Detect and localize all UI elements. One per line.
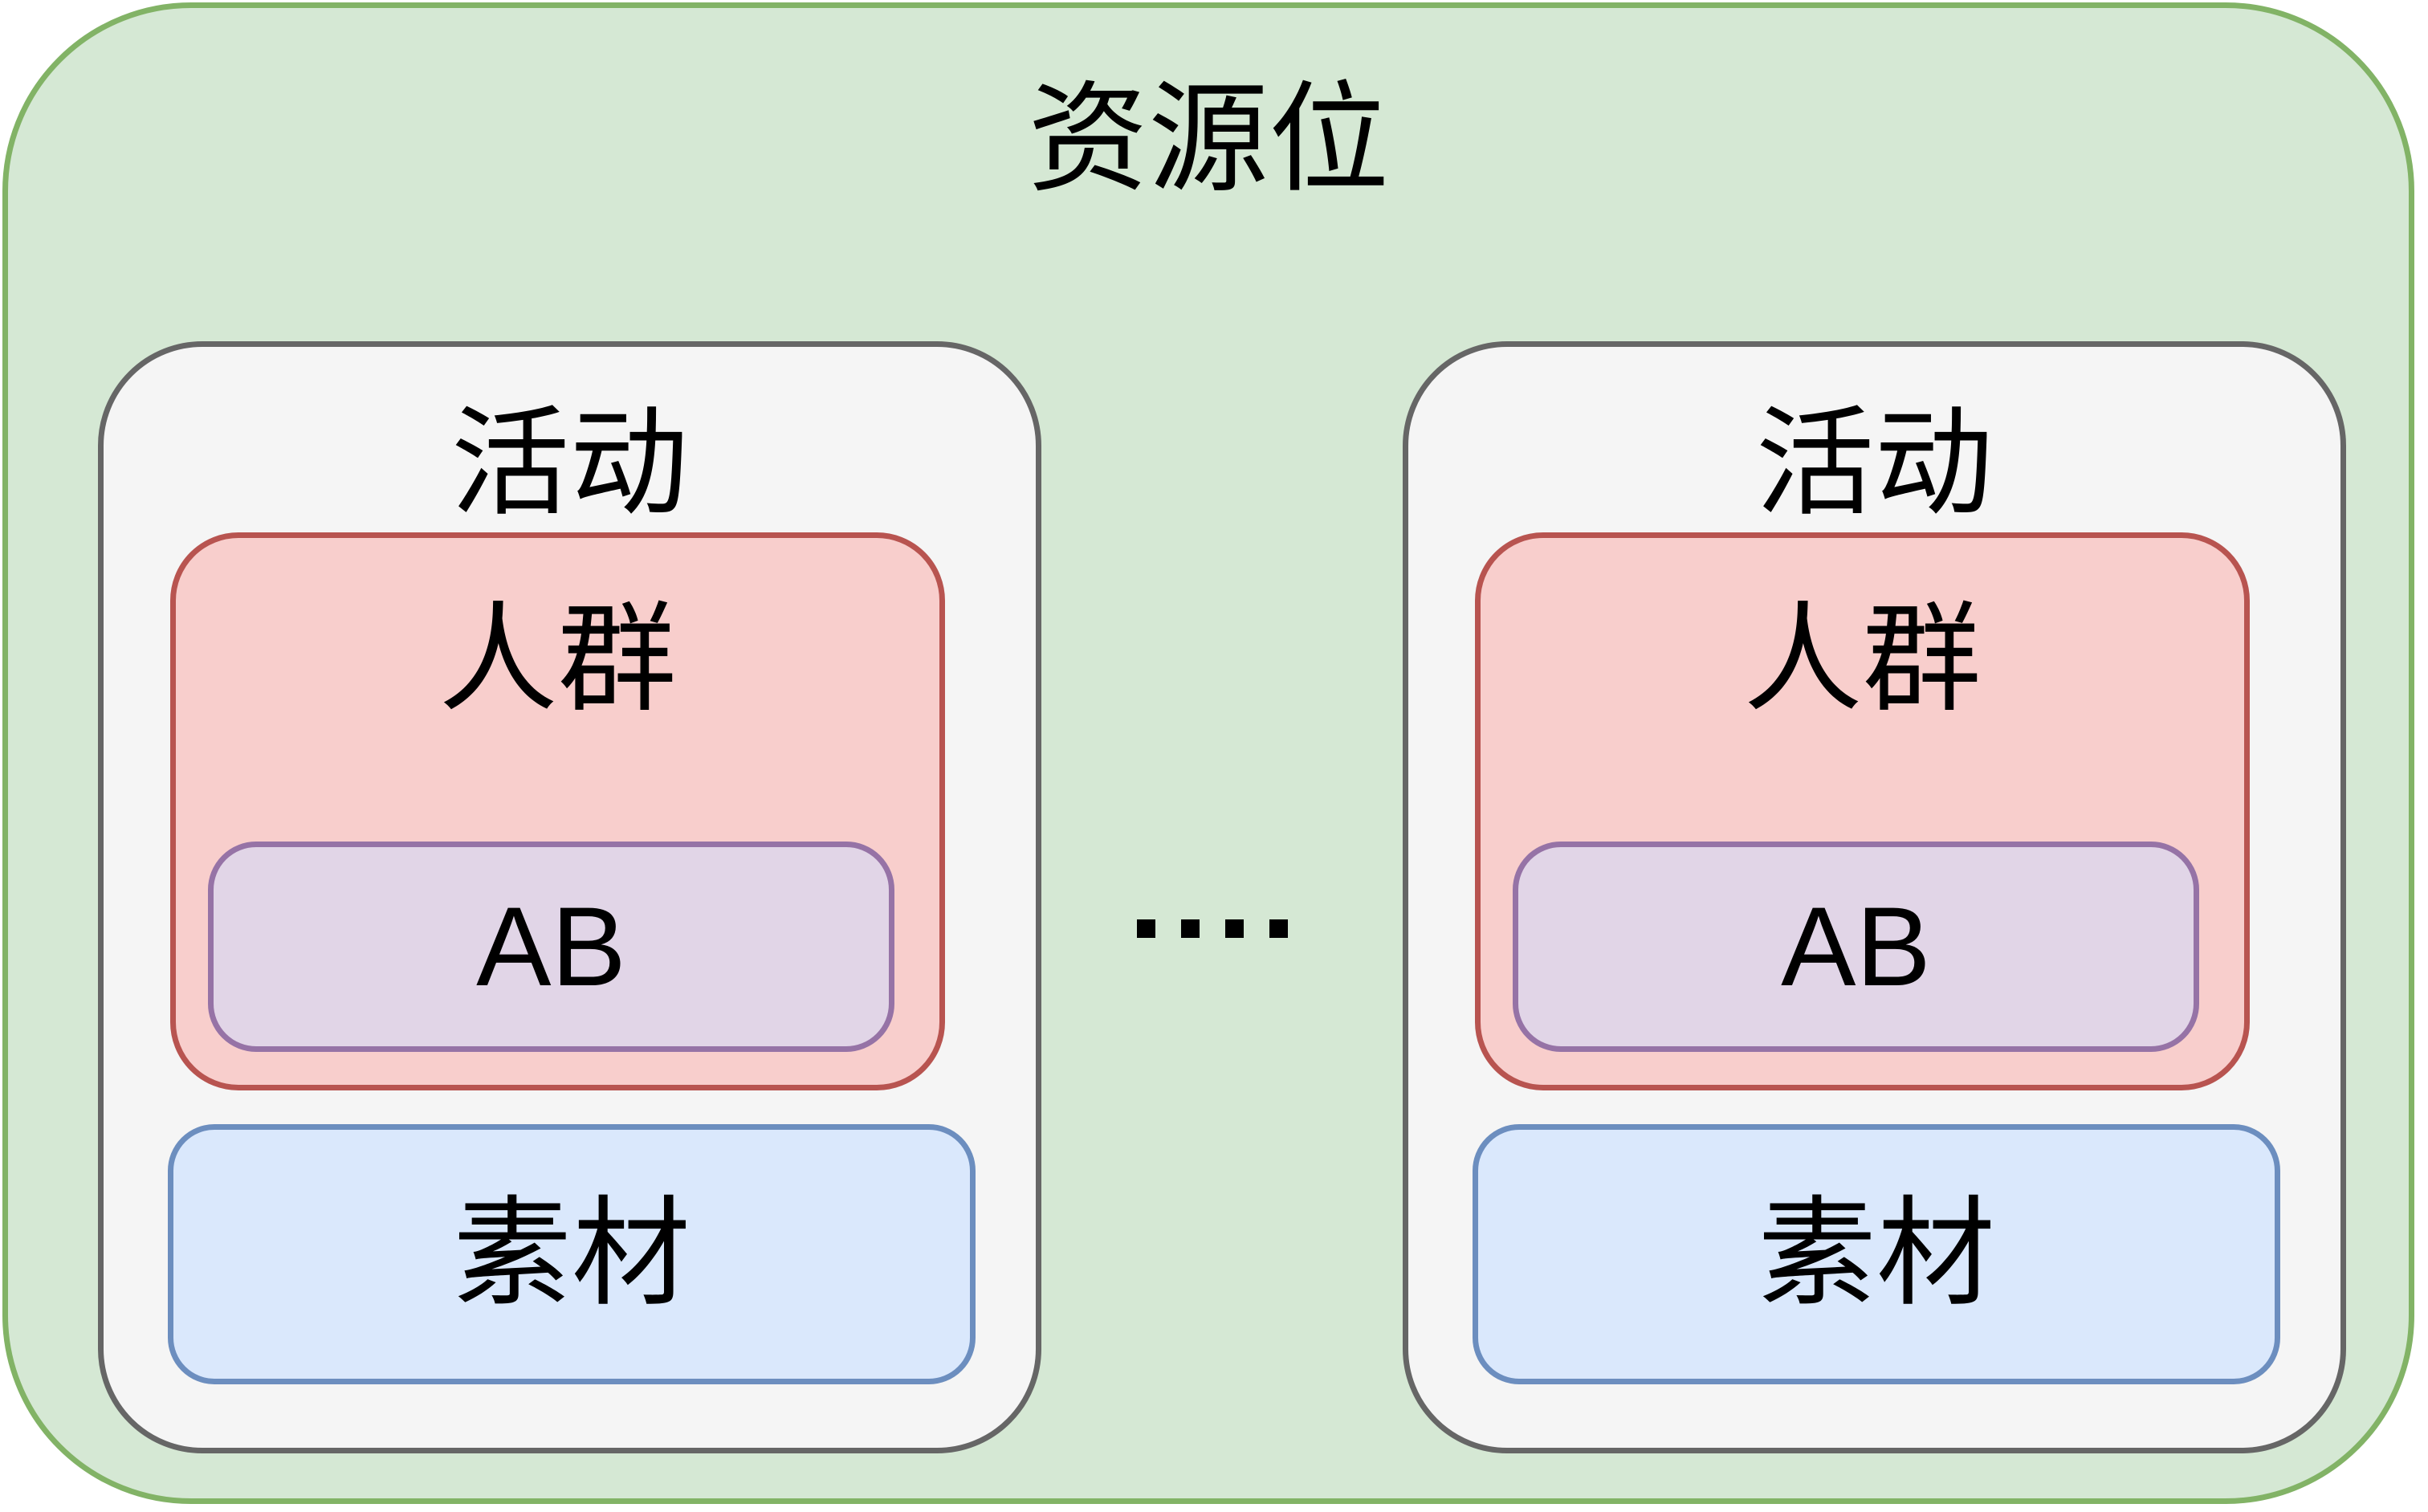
material-label: 素材 (1758, 1188, 1995, 1320)
material-label: 素材 (453, 1188, 691, 1320)
ab-test-label: AB (1781, 883, 1931, 1009)
dot-icon (1225, 919, 1244, 938)
crowd-title: 人群 (438, 593, 677, 726)
dot-icon (1269, 919, 1288, 938)
ab-test-box: AB (1513, 842, 2199, 1052)
activity-title: 活动 (1755, 397, 1994, 530)
resource-slot-title: 资源位 (1027, 71, 1389, 206)
ab-test-box: AB (208, 842, 894, 1052)
crowd-box: 人群 AB (170, 532, 945, 1090)
more-activities-indicator (1137, 919, 1288, 938)
crowd-box: 人群 AB (1475, 532, 2250, 1090)
activity-title: 活动 (450, 397, 689, 530)
material-box: 素材 (1473, 1124, 2280, 1384)
material-box: 素材 (168, 1124, 976, 1384)
activity-box-right: 活动 人群 AB 素材 (1403, 341, 2346, 1453)
crowd-title: 人群 (1743, 593, 1982, 726)
dot-icon (1137, 919, 1155, 938)
dot-icon (1181, 919, 1200, 938)
ab-test-label: AB (476, 883, 626, 1009)
activity-box-left: 活动 人群 AB 素材 (98, 341, 1041, 1453)
